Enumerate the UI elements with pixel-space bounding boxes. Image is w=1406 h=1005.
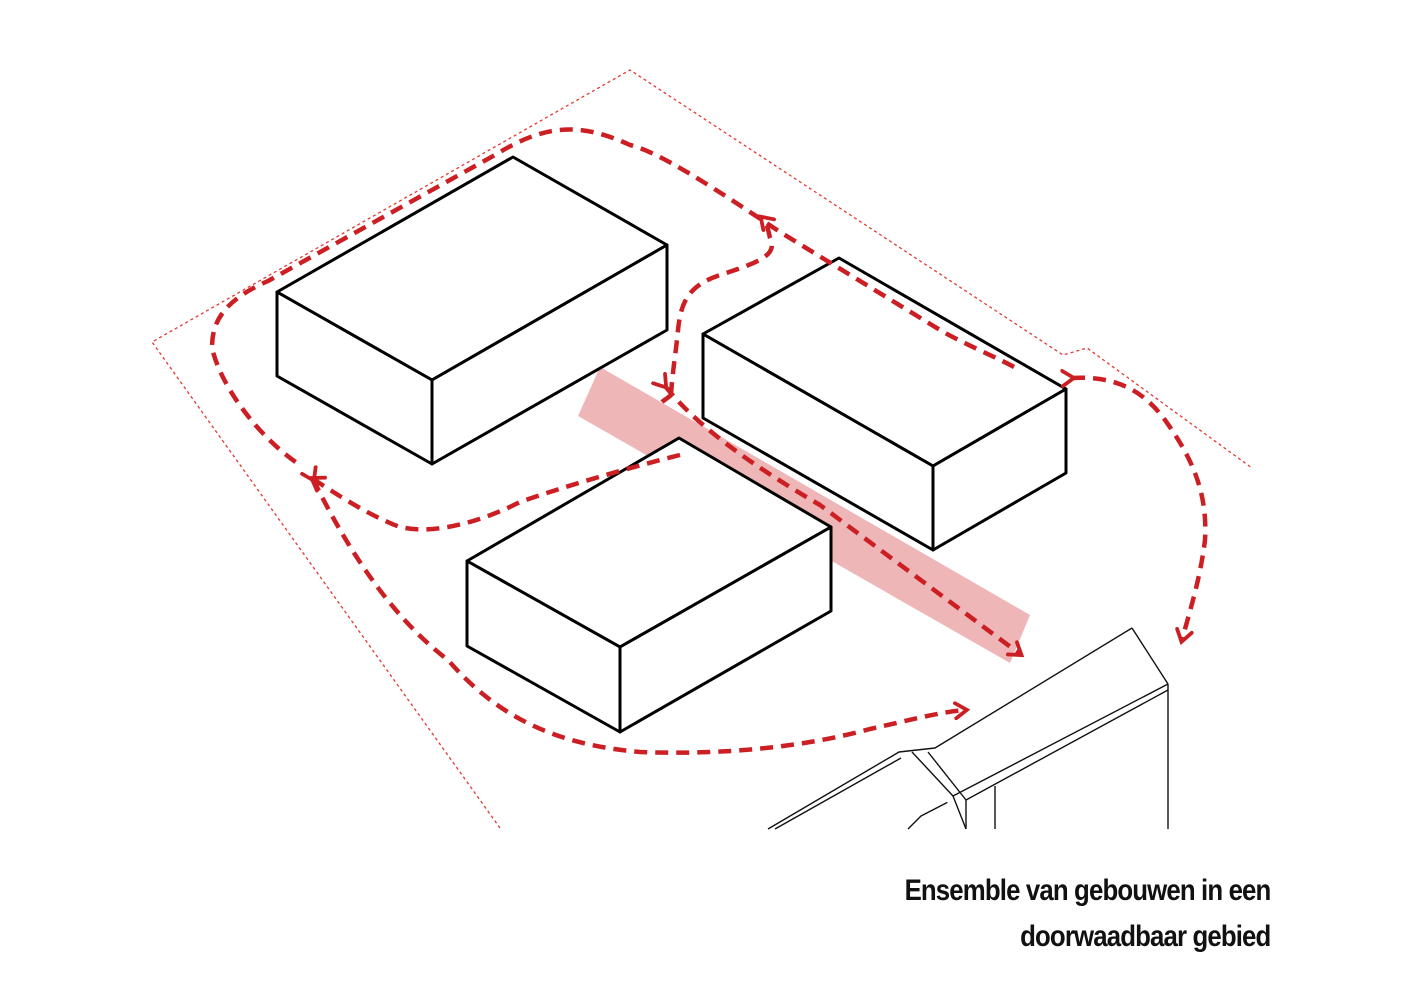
walking-routes xyxy=(209,127,1208,755)
route-inner-serpentine xyxy=(668,218,772,396)
route-outer-loop xyxy=(209,127,1016,467)
site-boundary xyxy=(151,69,1253,829)
route-southwest xyxy=(313,479,965,755)
caption-line-2: doorwaadbaar gebied xyxy=(1019,920,1271,953)
route-axis xyxy=(665,386,1020,654)
caption-line-1: Ensemble van gebouwen in een xyxy=(904,874,1271,907)
route-east xyxy=(1072,378,1208,640)
context-building xyxy=(767,627,1169,830)
building-northwest xyxy=(275,155,669,466)
route-inner-tail xyxy=(660,393,673,404)
diagram-caption: Ensemble van gebouwen in een doorwaadbaa… xyxy=(904,868,1271,960)
